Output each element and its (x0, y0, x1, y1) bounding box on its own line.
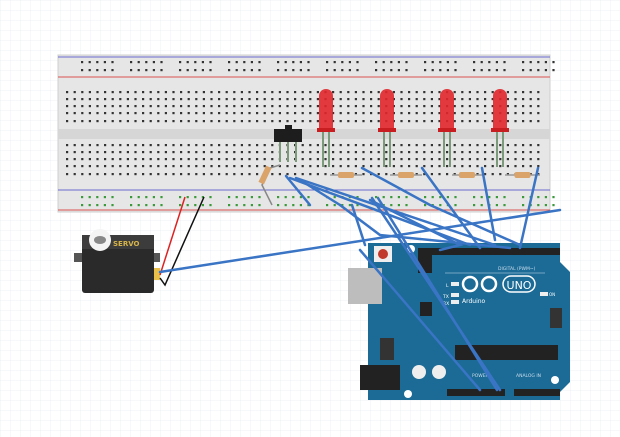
icsp-header (550, 308, 562, 328)
led-on-label: ON (549, 292, 555, 297)
red-led (317, 89, 335, 167)
jumper-wire (298, 178, 342, 207)
analog-header (514, 389, 560, 396)
slide-switch[interactable] (274, 125, 302, 162)
resistor (452, 172, 482, 178)
jumper-wire (158, 208, 562, 274)
leds (317, 89, 509, 167)
digital-header (418, 248, 560, 255)
model-label: UNO (507, 279, 532, 292)
jumper-wire (360, 166, 522, 247)
jumper-wire (370, 196, 502, 392)
power-jack (360, 365, 400, 390)
resistor (390, 172, 422, 178)
servo-ground-wire[interactable] (159, 196, 205, 287)
switch-resistor (258, 164, 281, 206)
resistor (330, 172, 362, 178)
jumper-wire (338, 203, 512, 250)
usb-port (348, 268, 382, 304)
jumper-wire (350, 203, 367, 247)
jumper-wire (480, 166, 497, 242)
breadboard[interactable] (57, 54, 555, 213)
brand-label: Arduino (462, 298, 486, 305)
arduino-logo: UNO Arduino (461, 275, 536, 305)
jumper-wire (376, 196, 499, 392)
analog-label: ANALOG IN (516, 373, 541, 379)
red-led (491, 89, 509, 167)
jumper-wire (368, 198, 464, 252)
jumper-wires[interactable] (158, 166, 562, 392)
led-l-label: L (446, 283, 449, 289)
servo-power-wire[interactable] (159, 196, 186, 276)
led-tx-label: TX (442, 294, 449, 300)
microcontroller-chip (455, 345, 558, 360)
red-led (438, 89, 456, 167)
digital-label: DIGITAL (PWM~) (498, 266, 536, 272)
led-rx-label: RX (443, 301, 449, 307)
power-label: POWER (472, 373, 489, 379)
resistor (505, 172, 540, 178)
reset-button[interactable] (378, 249, 388, 259)
arduino-uno-board[interactable]: DIGITAL (PWM~) L TX RX UNO Arduino ON PO… (348, 243, 570, 400)
resistors (330, 172, 540, 178)
servo-label: SERVO (113, 240, 140, 248)
red-led (378, 89, 396, 167)
jumper-wire (518, 166, 540, 250)
jumper-wire (358, 248, 482, 392)
jumper-wire (284, 174, 312, 207)
jumper-wire (420, 166, 482, 250)
power-header (447, 389, 505, 396)
servo-motor[interactable]: SERVO (74, 229, 160, 293)
